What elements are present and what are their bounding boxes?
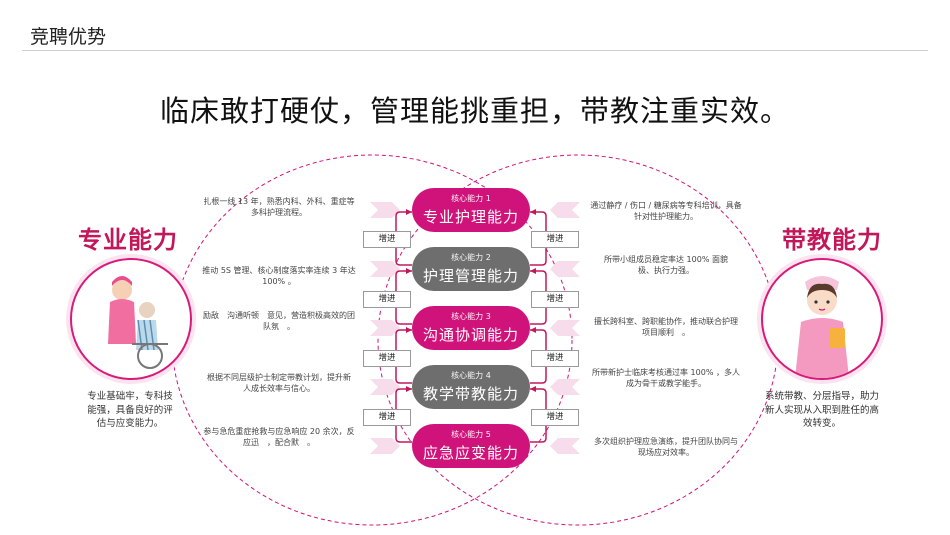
right-description: 系统带教、分层指导，助力 新人实现从入职到胜任的高 效转变。 <box>752 390 892 431</box>
connector-arrowheads <box>406 209 536 392</box>
note-line: 现场应对效率。 <box>638 448 694 457</box>
right-arrow-shapes <box>550 202 580 454</box>
section-title: 竞聘优势 <box>30 26 107 48</box>
left-desc-line: 能强，具备良好的评 <box>87 404 173 416</box>
connector-label: 增进 <box>531 231 579 248</box>
connector-label: 增进 <box>531 409 579 426</box>
note-line: 多次组织护理应急演练，提升团队协同与 <box>594 437 738 446</box>
left-title: 专业能力 <box>78 226 178 254</box>
right-note-2: 所带小组成员稳定率达 100% 面貌 极、执行力强。 <box>586 254 746 276</box>
note-line: 应迅 ，配合默 。 <box>243 438 315 447</box>
right-note-4: 所带新护士临床考核通过率 100% ，多人 成为骨干或教学能手。 <box>586 367 746 389</box>
right-title: 带教能力 <box>782 226 882 254</box>
right-desc-line: 系统带教、分层指导，助力 <box>764 391 879 402</box>
right-desc-line: 效转变。 <box>802 418 841 429</box>
connector-label: 增进 <box>363 350 411 367</box>
ability-name: 应急应变能力 <box>422 444 519 462</box>
note-line: 针对性护理能力。 <box>634 212 698 221</box>
note-line: 所带新护士临床考核通过率 100% ，多人 <box>592 368 740 377</box>
connector-label: 增进 <box>363 291 411 308</box>
left-desc-line: 估与应变能力。 <box>96 418 164 429</box>
note-line: 推动 5S 管理、核心制度落实率连续 3 年达 <box>202 266 356 275</box>
note-line: 极、执行力强。 <box>638 266 694 275</box>
note-line: 项目顺利 。 <box>642 328 690 337</box>
ability-pill-5: 核心能力 5 应急应变能力 <box>412 424 530 468</box>
ability-sub: 核心能力 5 <box>451 430 491 439</box>
ability-name: 教学带教能力 <box>422 385 519 403</box>
nurse-teacher-illustration <box>761 258 883 380</box>
right-note-3: 擅长跨科室、跨职能协作，推动联合护理 项目顺利 。 <box>586 316 746 338</box>
left-note-4: 根据不同层级护士制定带教计划，提升新 人成长效率与信心。 <box>198 372 360 394</box>
ability-sub: 核心能力 1 <box>451 194 491 203</box>
right-note-5: 多次组织护理应急演练，提升团队协同与 现场应对效率。 <box>586 436 746 458</box>
connector-label: 增进 <box>531 291 579 308</box>
left-note-2: 推动 5S 管理、核心制度落实率连续 3 年达 100% 。 <box>198 265 360 287</box>
ability-pill-3: 核心能力 3 沟通协调能力 <box>412 306 530 350</box>
left-desc-line: 专业基础牢，专科技 <box>87 391 173 402</box>
top-divider <box>22 50 928 51</box>
note-line: 多科护理流程。 <box>251 208 307 217</box>
nurse-with-patient-illustration <box>70 258 192 380</box>
left-note-3: 励敌 沟通听顿 意见，营造积极高效的团 队氛 。 <box>198 310 360 332</box>
note-line: 励敌 沟通听顿 意见，营造积极高效的团 <box>203 311 355 320</box>
note-line: 通过静疗 / 伤口 / 糖尿病等专科培训，具备 <box>590 201 742 210</box>
note-line: 所带小组成员稳定率达 100% 面貌 <box>604 255 728 264</box>
ability-name: 护理管理能力 <box>422 267 519 285</box>
left-note-5: 参与急危重症抢救与应急响应 20 余次，反 应迅 ，配合默 。 <box>198 426 360 448</box>
connector-label: 增进 <box>363 409 411 426</box>
left-note-1: 扎根一线 13 年，熟悉内科、外科、重症等 多科护理流程。 <box>198 196 360 218</box>
ability-sub: 核心能力 4 <box>451 371 491 380</box>
ability-sub: 核心能力 3 <box>451 312 491 321</box>
note-line: 擅长跨科室、跨职能协作，推动联合护理 <box>594 317 738 326</box>
note-line: 人成长效率与信心。 <box>243 384 315 393</box>
left-description: 专业基础牢，专科技 能强，具备良好的评 估与应变能力。 <box>60 390 200 431</box>
note-line: 队氛 。 <box>263 322 295 331</box>
ability-name: 专业护理能力 <box>422 208 519 226</box>
right-note-1: 通过静疗 / 伤口 / 糖尿病等专科培训，具备 针对性护理能力。 <box>586 200 746 222</box>
ability-pill-1: 核心能力 1 专业护理能力 <box>412 188 530 232</box>
note-line: 参与急危重症抢救与应急响应 20 余次，反 <box>203 427 355 436</box>
connector-label: 增进 <box>363 231 411 248</box>
note-line: 100% 。 <box>262 277 296 286</box>
connector-label: 增进 <box>531 350 579 367</box>
right-desc-line: 新人实现从入职到胜任的高 <box>764 404 879 416</box>
note-line: 扎根一线 13 年，熟悉内科、外科、重症等 <box>203 197 355 206</box>
headline: 临床敢打硬仗，管理能挑重担，带教注重实效。 <box>159 94 790 128</box>
ability-sub: 核心能力 2 <box>451 253 491 262</box>
ability-name: 沟通协调能力 <box>422 326 519 344</box>
note-line: 成为骨干或教学能手。 <box>626 379 706 388</box>
note-line: 根据不同层级护士制定带教计划，提升新 <box>207 373 351 382</box>
ability-pill-2: 核心能力 2 护理管理能力 <box>412 247 530 291</box>
ability-pill-4: 核心能力 4 教学带教能力 <box>412 365 530 409</box>
left-arrow-shapes <box>370 202 400 454</box>
